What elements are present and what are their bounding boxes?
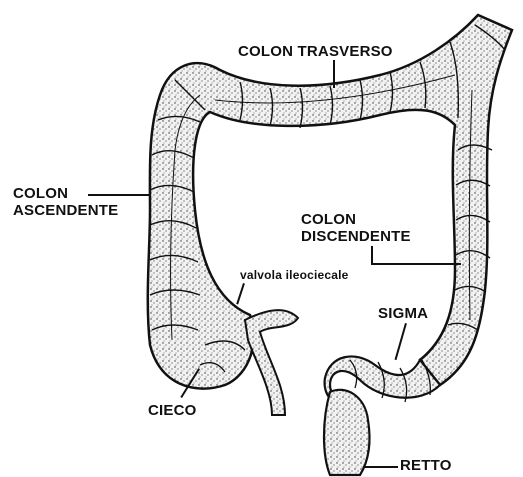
leader-line-descending-v (371, 246, 373, 264)
rectum (324, 390, 370, 475)
leader-line-descending-h (371, 263, 461, 265)
label-colon-descending-1: COLON (301, 212, 356, 228)
label-colon-transverse: COLON TRASVERSO (238, 44, 393, 60)
label-rectum: RETTO (400, 458, 452, 474)
label-colon-ascending-2: ASCENDENTE (13, 203, 118, 219)
label-ileocecal-valve: valvola ileociecale (240, 267, 349, 283)
ileum (245, 310, 298, 415)
label-cecum: CIECO (148, 403, 197, 419)
leader-line-ascending (88, 194, 150, 196)
label-colon-descending-2: DISCENDENTE (301, 229, 411, 245)
label-colon-ascending-1: COLON (13, 186, 68, 202)
label-sigma: SIGMA (378, 306, 428, 322)
leader-line-rectum (363, 466, 398, 468)
colon-body (148, 15, 512, 389)
leader-line-transverse (333, 60, 335, 88)
